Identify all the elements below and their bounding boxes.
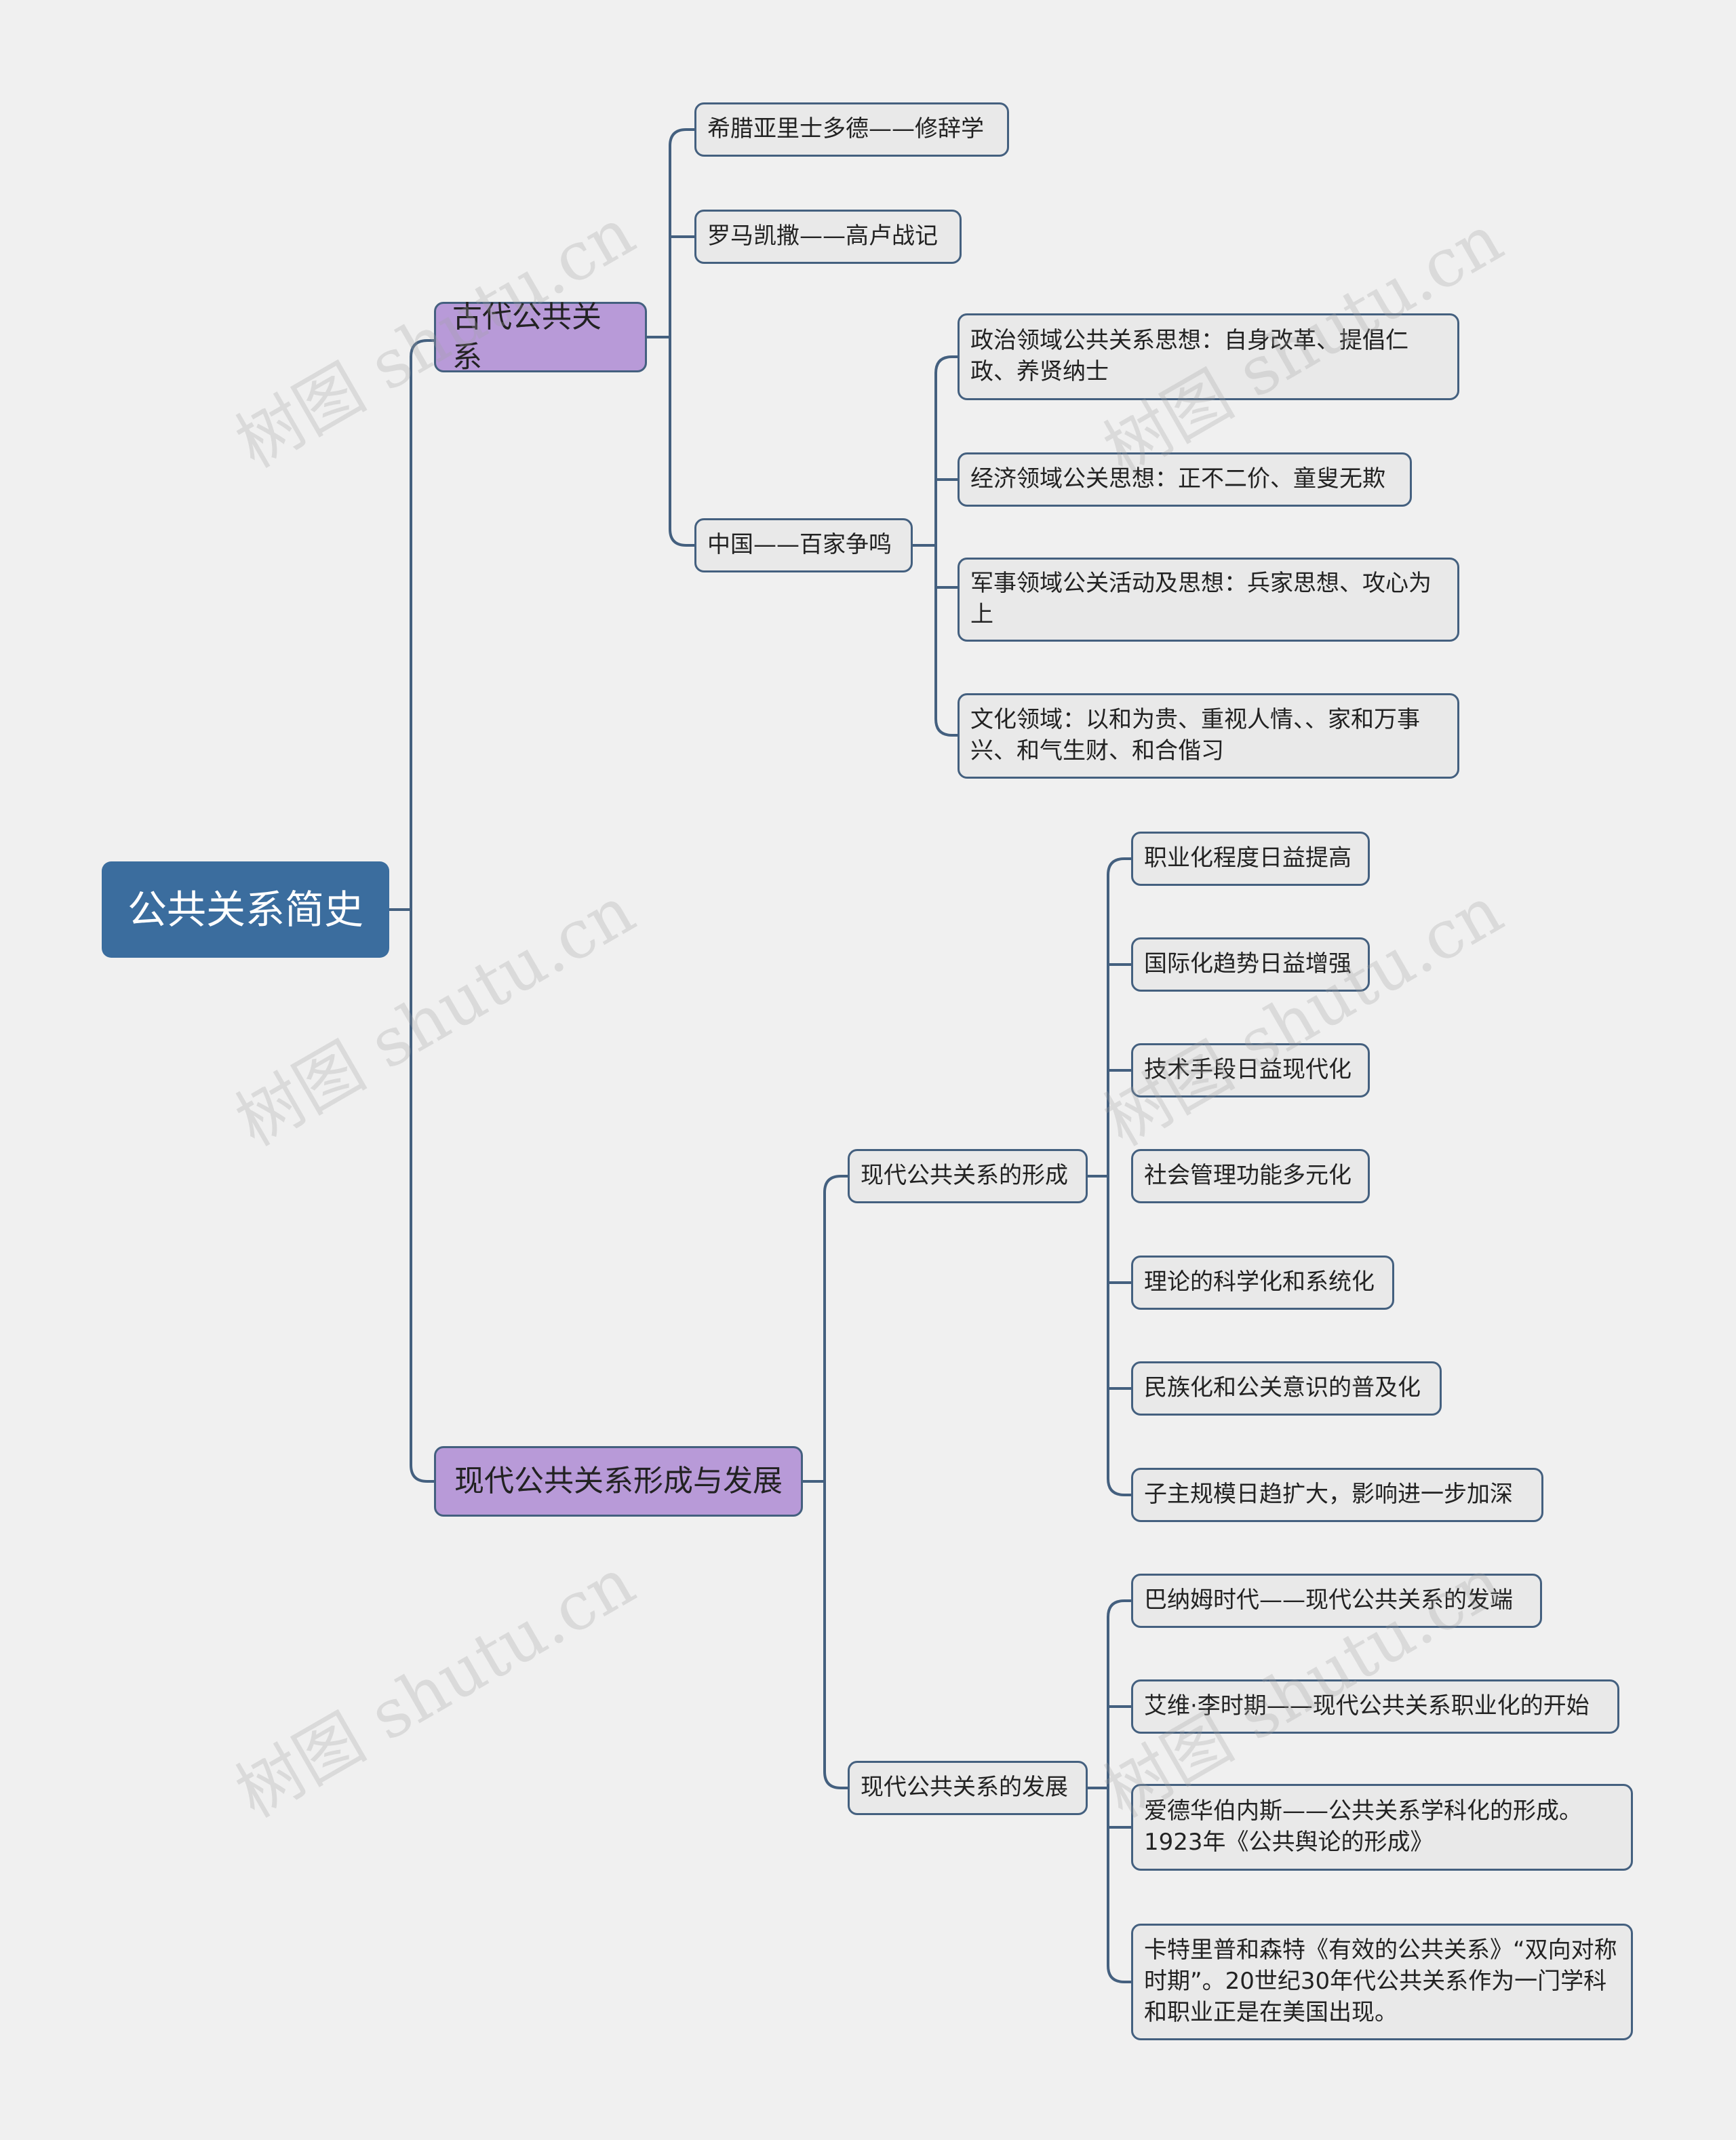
node-development-item[interactable]: 巴纳姆时代——现代公共关系的发端 [1131, 1574, 1542, 1628]
node-development-item[interactable]: 卡特里普和森特《有效的公共关系》“双向对称时期”。20世纪30年代公共关系作为一… [1131, 1924, 1633, 2040]
node-rome-caesar[interactable]: 罗马凯撒——高卢战记 [694, 210, 962, 264]
node-china-economy[interactable]: 经济领域公关思想：正不二价、童叟无欺 [958, 452, 1412, 507]
node-development-item[interactable]: 艾维·李时期——现代公共关系职业化的开始 [1131, 1679, 1619, 1734]
node-china-military[interactable]: 军事领域公关活动及思想：兵家思想、攻心为上 [958, 558, 1459, 642]
node-modern-development[interactable]: 现代公共关系的发展 [848, 1761, 1088, 1815]
node-china-culture[interactable]: 文化领域：以和为贵、重视人情、、家和万事兴、和气生财、和合偕习 [958, 693, 1459, 779]
node-formation-item[interactable]: 国际化趋势日益增强 [1131, 937, 1370, 992]
node-china-politics[interactable]: 政治领域公共关系思想：自身改革、提倡仁政、养贤纳士 [958, 313, 1459, 400]
node-formation-item[interactable]: 社会管理功能多元化 [1131, 1149, 1370, 1203]
node-ancient-pr[interactable]: 古代公共关系 [434, 300, 647, 374]
node-greece-aristotle[interactable]: 希腊亚里士多德——修辞学 [694, 102, 1009, 157]
node-formation-item[interactable]: 子主规模日趋扩大，影响进一步加深 [1131, 1468, 1543, 1522]
node-formation-item[interactable]: 民族化和公关意识的普及化 [1131, 1361, 1442, 1416]
node-china-hundred-schools[interactable]: 中国——百家争鸣 [694, 518, 913, 572]
node-formation-item[interactable]: 职业化程度日益提高 [1131, 832, 1370, 886]
root-node[interactable]: 公共关系简史 [102, 861, 389, 958]
node-modern-formation[interactable]: 现代公共关系的形成 [848, 1149, 1088, 1203]
node-formation-item[interactable]: 理论的科学化和系统化 [1131, 1256, 1394, 1310]
node-formation-item[interactable]: 技术手段日益现代化 [1131, 1043, 1370, 1097]
node-development-item[interactable]: 爱德华伯内斯——公共关系学科化的形成。1923年《公共舆论的形成》 [1131, 1784, 1633, 1871]
node-modern-pr[interactable]: 现代公共关系形成与发展 [434, 1446, 803, 1517]
